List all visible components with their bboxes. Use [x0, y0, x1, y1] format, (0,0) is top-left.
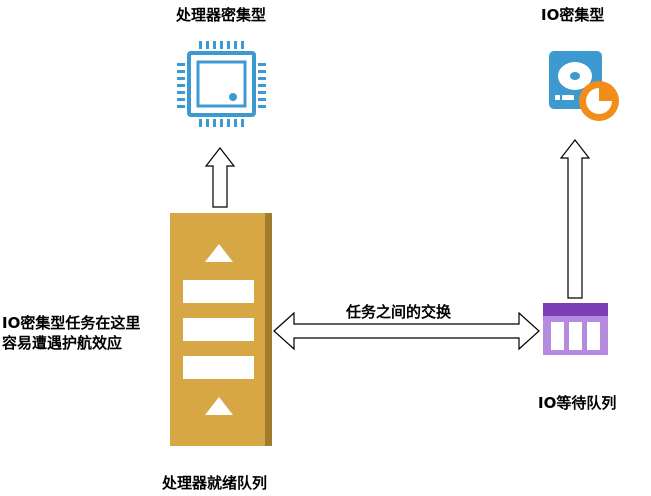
ready-queue-label: 处理器就绪队列	[162, 474, 268, 492]
convoy-note-line1: IO密集型任务在这里	[2, 314, 141, 332]
arrow-to-cpu	[204, 147, 236, 208]
io-queue-label: IO等待队列	[538, 394, 617, 412]
io-bound-title: IO密集型	[541, 6, 605, 24]
exchange-label: 任务之间的交换	[346, 303, 452, 321]
exchange-arrow	[273, 311, 540, 351]
cpu-bound-title: 处理器密集型	[176, 6, 267, 24]
ready-queue	[170, 213, 272, 446]
queue-table-icon	[543, 303, 608, 355]
hard-disk-icon	[549, 51, 619, 121]
convoy-note-line2: 容易遭遇护航效应	[2, 334, 123, 352]
arrow-to-disk	[559, 139, 591, 299]
cpu-chip-icon	[177, 41, 266, 127]
